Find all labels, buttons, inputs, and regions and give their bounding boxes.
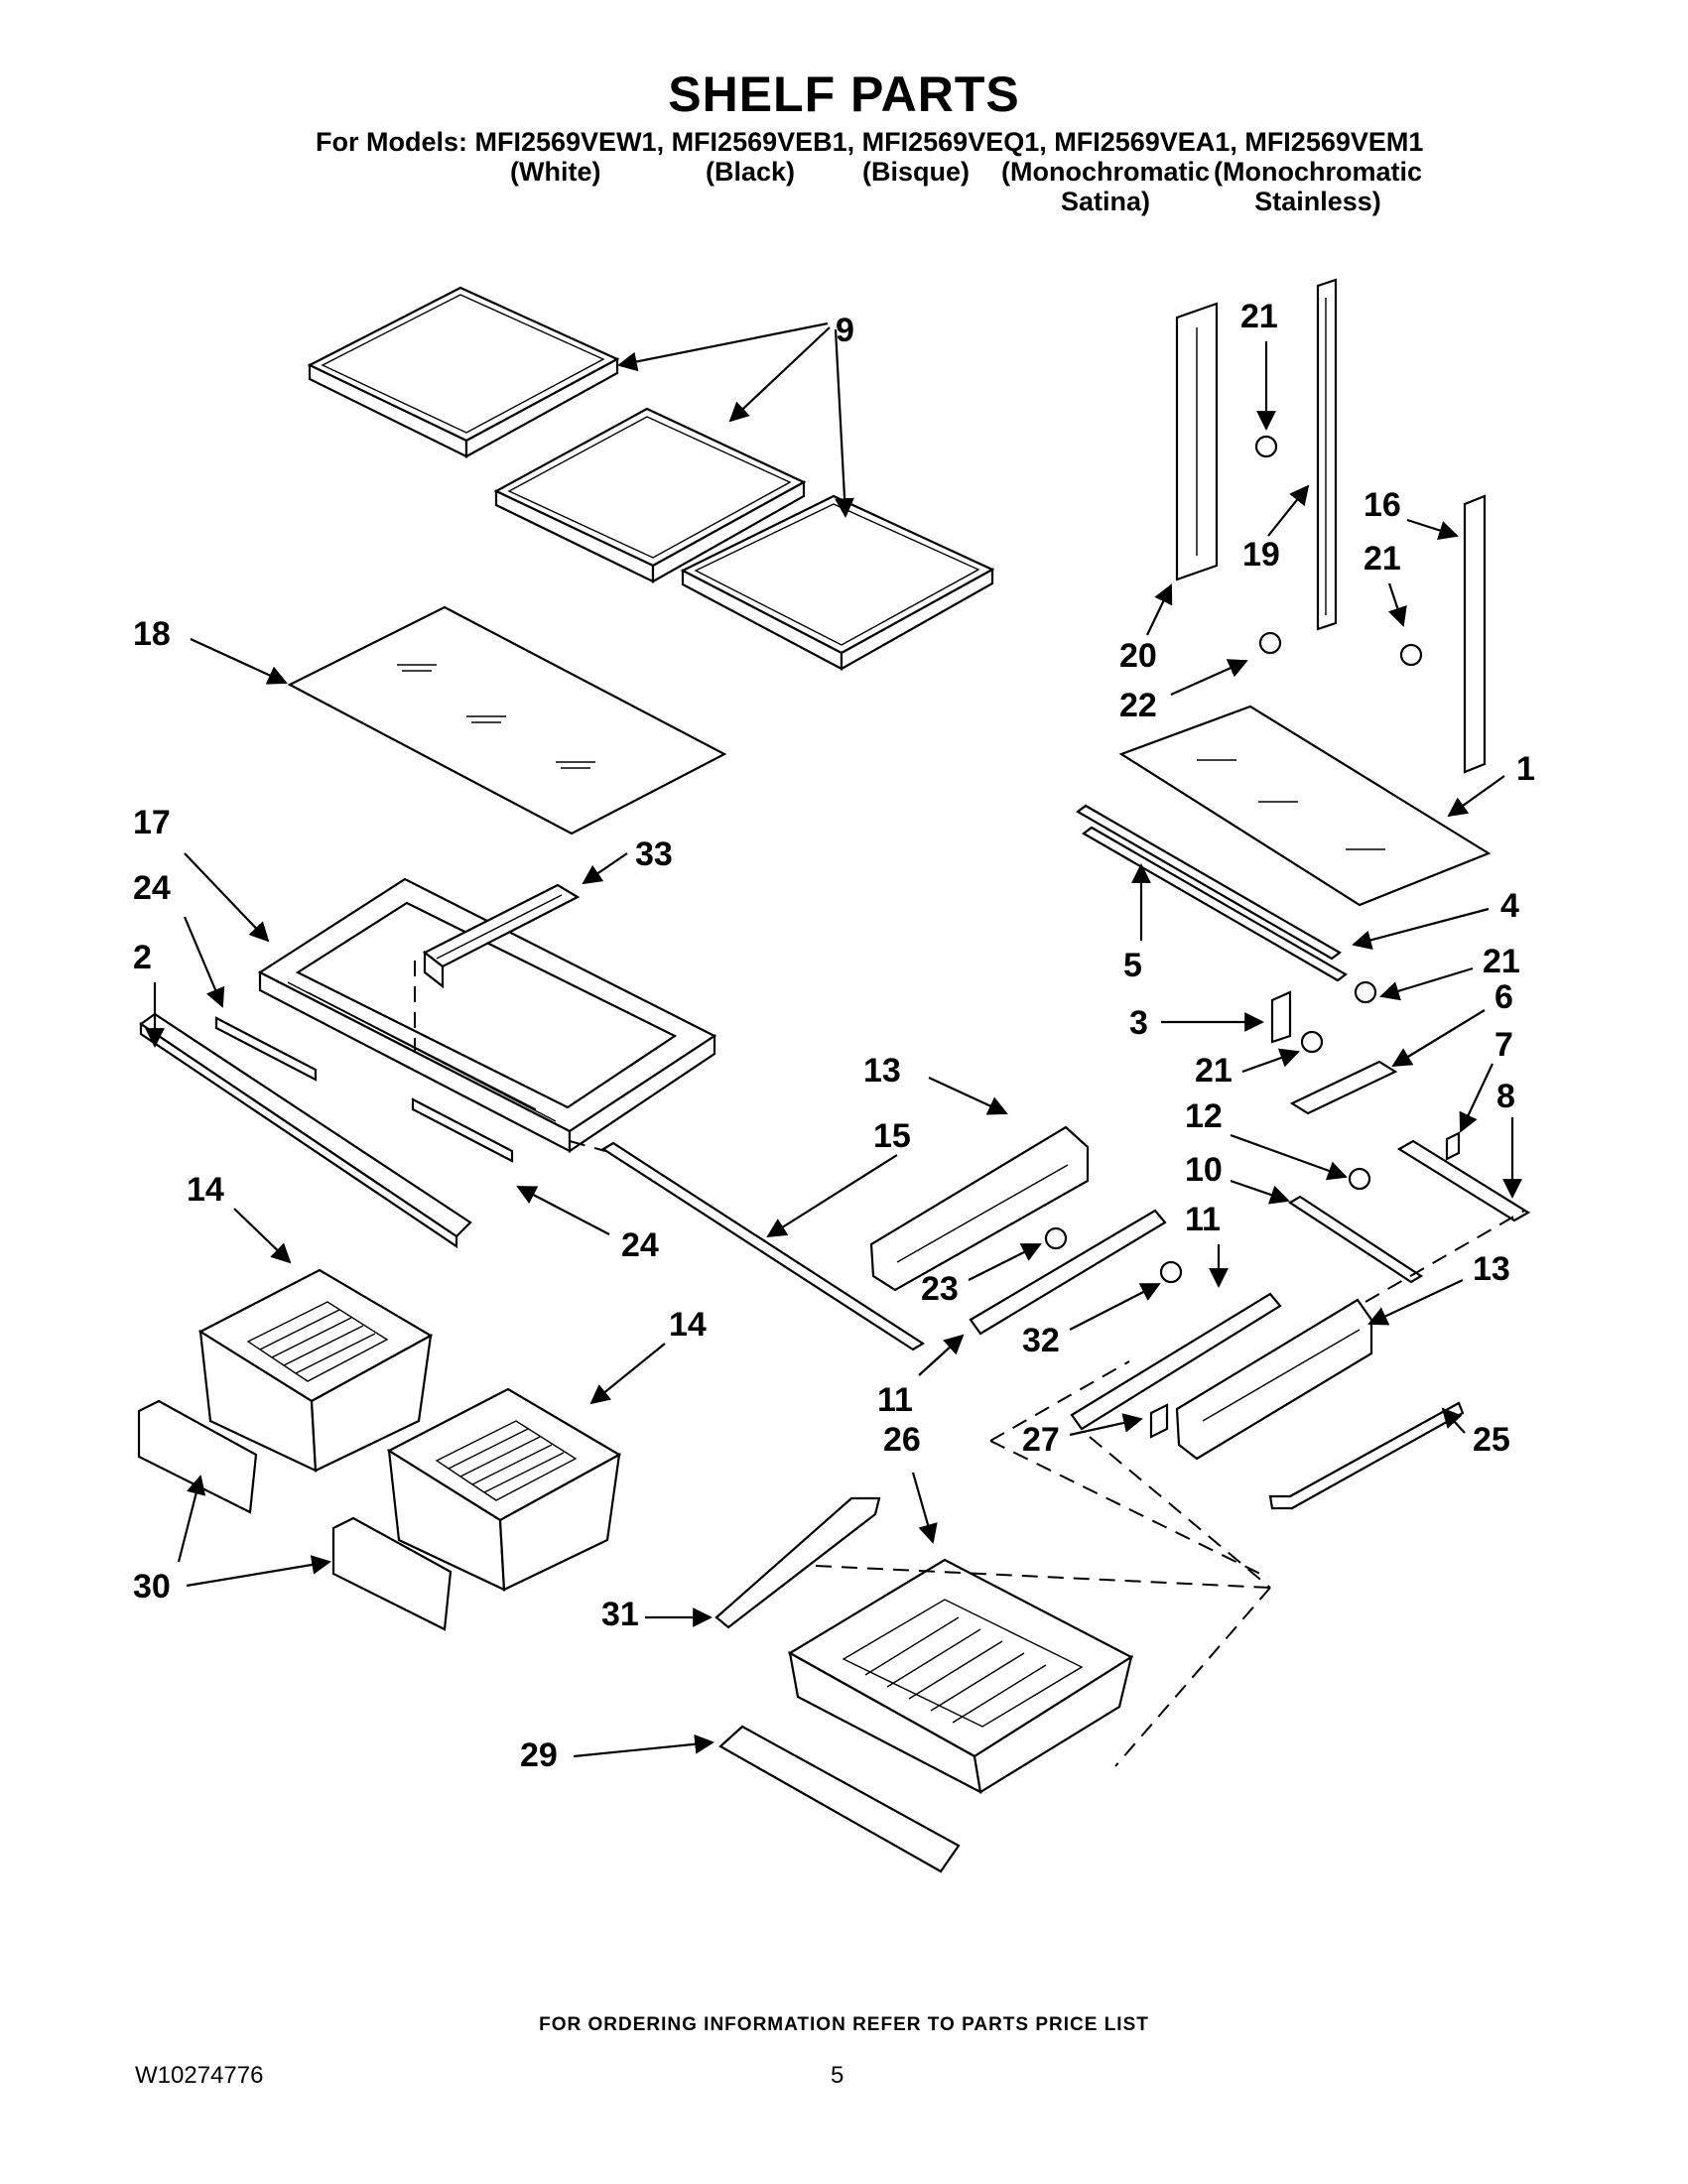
shelf-frame-part-17: [257, 877, 717, 1154]
label-30: 30: [133, 1568, 171, 1606]
screw-part-22: [1258, 631, 1282, 655]
label-27: 27: [1022, 1421, 1060, 1459]
label-4: 4: [1500, 887, 1519, 925]
glass-shelf-part-18: [287, 605, 727, 835]
freezer-tray-part-26: [787, 1558, 1134, 1794]
label-12: 12: [1185, 1097, 1223, 1135]
front-trim-part-29: [718, 1725, 961, 1873]
screw-part-21-d: [1354, 980, 1377, 1004]
label-1: 1: [1516, 750, 1535, 788]
bracket-part-6: [1289, 1060, 1398, 1115]
slide-part-10: [1287, 1195, 1424, 1284]
variant-black: (Black): [706, 157, 796, 187]
rail-part-25: [1268, 1401, 1465, 1510]
rail-part-19: [1316, 278, 1338, 631]
crisper-drawer-part-14-a: [197, 1268, 434, 1473]
label-21-b: 21: [1363, 540, 1401, 578]
label-17: 17: [133, 804, 171, 841]
slide-part-11-a: [969, 1209, 1167, 1336]
screw-part-21-c: [1300, 1030, 1324, 1054]
label-14-b: 14: [669, 1306, 707, 1344]
variant-white: (White): [510, 157, 601, 187]
label-5: 5: [1123, 947, 1142, 984]
label-9: 9: [836, 312, 854, 349]
label-20: 20: [1119, 637, 1157, 675]
label-23: 23: [921, 1270, 959, 1308]
label-7: 7: [1494, 1026, 1513, 1064]
rail-part-16: [1463, 494, 1487, 774]
trim-part-4: [1076, 804, 1342, 961]
label-16: 16: [1363, 486, 1401, 524]
handle-part-30-b: [331, 1516, 453, 1631]
shelf-part-9-a: [307, 286, 620, 458]
label-33: 33: [635, 835, 673, 873]
label-19: 19: [1242, 536, 1280, 574]
bracket-part-24-a: [214, 1016, 318, 1082]
label-14-a: 14: [187, 1171, 224, 1209]
label-24-b: 24: [621, 1226, 659, 1264]
label-3: 3: [1129, 1004, 1148, 1042]
trim-part-15: [600, 1141, 926, 1351]
label-18: 18: [133, 615, 171, 653]
clip-part-7: [1445, 1131, 1461, 1161]
shelf-part-9-c: [680, 494, 995, 671]
label-21-c: 21: [1483, 943, 1520, 980]
document-number: W10274776: [135, 2062, 264, 2089]
label-6: 6: [1494, 978, 1513, 1016]
label-2: 2: [133, 939, 152, 976]
screw-part-23: [1044, 1226, 1068, 1250]
page-title: SHELF PARTS: [668, 66, 1020, 122]
label-31: 31: [601, 1596, 639, 1633]
rail-part-8: [1396, 1139, 1531, 1222]
bracket-part-24-b: [411, 1097, 514, 1163]
divider-part-31: [714, 1496, 881, 1629]
rail-part-33: [422, 883, 581, 989]
label-13-a: 13: [863, 1052, 901, 1090]
screw-part-21-a: [1254, 435, 1278, 458]
page-number: 5: [831, 2062, 844, 2089]
label-11-a: 11: [1185, 1201, 1221, 1238]
variant-bisque: (Bisque): [862, 157, 970, 187]
label-22: 22: [1119, 687, 1157, 724]
label-21-a: 21: [1240, 298, 1278, 335]
handle-part-30-a: [137, 1399, 258, 1514]
ordering-note: FOR ORDERING INFORMATION REFER TO PARTS …: [539, 2014, 1149, 2035]
slide-part-11-b: [1070, 1292, 1282, 1431]
label-26: 26: [883, 1421, 921, 1459]
label-8: 8: [1496, 1078, 1515, 1115]
crisper-drawer-part-14-b: [386, 1387, 622, 1592]
screw-part-32: [1159, 1260, 1183, 1284]
glass-shelf-part-1: [1118, 705, 1492, 907]
label-25: 25: [1473, 1421, 1510, 1459]
label-21-d: 21: [1195, 1052, 1233, 1090]
drawer-side-part-13-a: [869, 1125, 1090, 1292]
variant-stainless: (Monochromatic Stainless): [1214, 157, 1423, 216]
label-10: 10: [1185, 1151, 1223, 1189]
screw-part-12: [1348, 1167, 1371, 1191]
label-11-b: 11: [877, 1381, 913, 1419]
shelf-part-9-b: [493, 407, 807, 583]
screw-part-21-b: [1399, 643, 1423, 667]
label-24-a: 24: [133, 869, 171, 907]
bracket-part-3: [1270, 990, 1292, 1044]
models-line: For Models: MFI2569VEW1, MFI2569VEB1, MF…: [316, 127, 1424, 157]
part-labels: 9 21 19 16 21 20 22 1 4 5 3 21 6 21 7 8 …: [133, 298, 1535, 1774]
drawer-side-part-13-b: [1175, 1298, 1373, 1461]
clip-part-27: [1149, 1403, 1169, 1439]
label-15: 15: [873, 1117, 911, 1155]
variant-satina: (Monochromatic Satina): [1001, 157, 1211, 216]
label-32: 32: [1022, 1322, 1060, 1359]
label-13-b: 13: [1473, 1250, 1510, 1288]
label-29: 29: [520, 1736, 558, 1774]
